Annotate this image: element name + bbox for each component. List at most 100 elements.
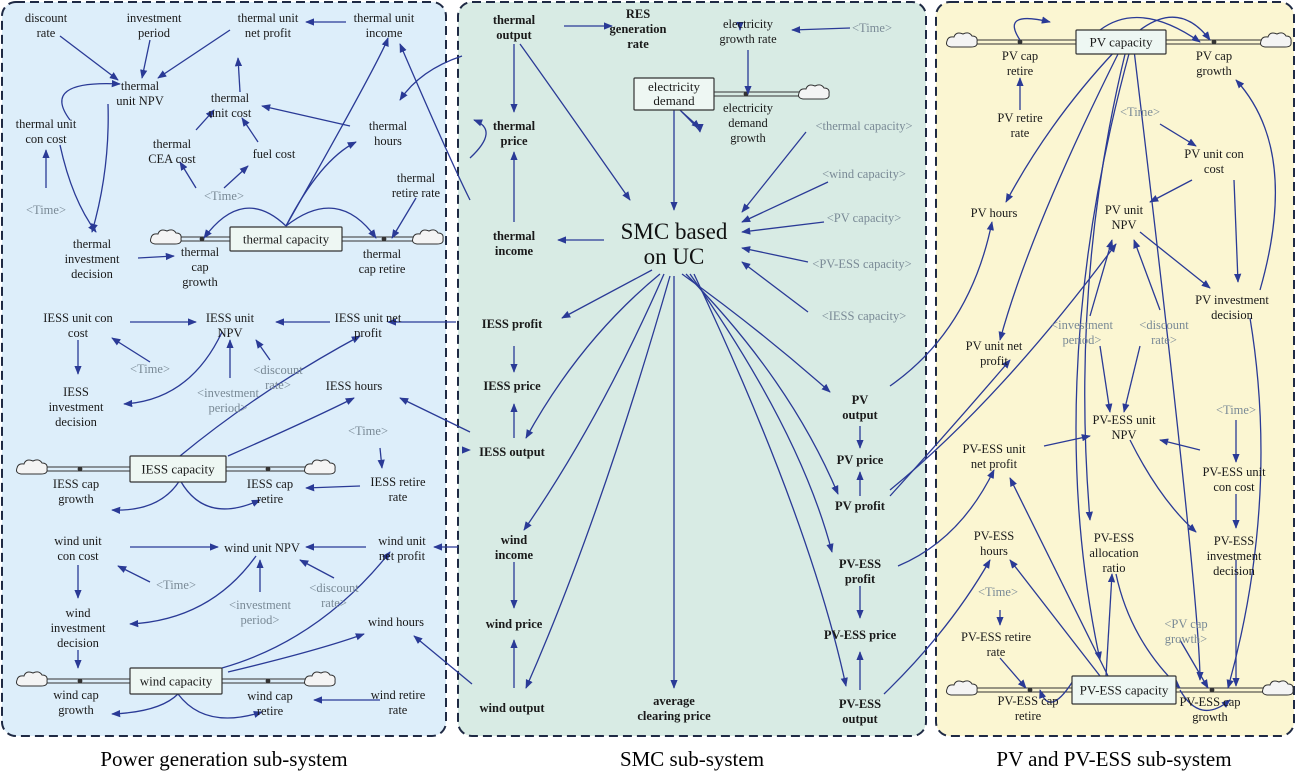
var-power-time-2: <Time> [26, 203, 66, 217]
link-arrow [883, 559, 991, 695]
link-arrow [177, 693, 263, 719]
cloud-icon [150, 229, 182, 245]
stock-pvess: PV-ESS capacity [1071, 675, 1177, 705]
var-power-time-4: <Time> [348, 424, 388, 438]
link-arrow [689, 273, 834, 553]
valve-icon [77, 466, 83, 472]
link-arrow [897, 469, 995, 567]
link-arrow [203, 207, 287, 239]
link-arrow [741, 246, 809, 263]
cloud-icon [798, 84, 830, 100]
var-power-time-3: <Time> [130, 362, 170, 376]
stock-label: PV capacity [1090, 35, 1153, 50]
link-arrow [1005, 49, 1117, 203]
link-arrow [679, 109, 704, 133]
link-arrow [111, 479, 181, 514]
link-arrow [1149, 179, 1193, 203]
link-arrow [227, 633, 365, 673]
link-arrow [223, 165, 249, 189]
link-arrow [1159, 123, 1197, 147]
caption-smc: SMC sub-system [620, 747, 764, 771]
link-arrow [1009, 559, 1101, 677]
link-arrow [999, 657, 1027, 689]
link-arrow [1139, 231, 1211, 289]
link-arrow [469, 119, 487, 159]
pv-panel [935, 1, 1295, 737]
link-arrow [889, 243, 1117, 491]
var-smc-sh-pv-cap: <PV capacity> [827, 211, 902, 225]
valve-icon [1017, 39, 1023, 45]
var-smc-time: <Time> [852, 21, 892, 35]
causal-links [42, 16, 1277, 719]
link-arrow [741, 131, 807, 213]
link-arrow [1099, 345, 1113, 413]
cloud-icon [16, 459, 48, 475]
link-arrow [1089, 239, 1114, 317]
stock-label: PV-ESS capacity [1080, 683, 1169, 698]
link-arrow [261, 104, 351, 127]
link-arrow [285, 37, 389, 227]
var-smc-wind-price: wind price [486, 617, 543, 631]
caption-pv: PV and PV-ESS sub-system [996, 747, 1231, 771]
link-arrow [299, 559, 335, 579]
link-arrow [1084, 49, 1127, 521]
link-arrow [1099, 16, 1201, 43]
link-arrow [305, 484, 361, 492]
link-arrow [561, 269, 653, 319]
link-arrow [1009, 477, 1109, 677]
link-arrow [179, 161, 197, 189]
link-arrow [525, 275, 671, 689]
link-arrow [889, 359, 1011, 497]
link-arrow [1039, 675, 1077, 703]
valve-icon [265, 678, 271, 684]
stock-label: thermal capacity [243, 232, 330, 247]
valve-icon [1209, 687, 1215, 693]
link-arrow [391, 197, 417, 239]
var-smc-sh-iess-cap: <IESS capacity> [822, 309, 907, 323]
link-arrow [1179, 689, 1231, 712]
link-arrow [179, 335, 361, 457]
var-pv-time-3: <Time> [978, 585, 1018, 599]
cloud-icon [946, 680, 978, 696]
link-arrow [741, 221, 825, 235]
link-arrow [61, 79, 121, 121]
link-arrow [741, 261, 809, 313]
var-pv-time-2: <Time> [1216, 403, 1256, 417]
link-arrow [1075, 49, 1131, 661]
link-arrow [137, 252, 175, 261]
var-power-wind-npv: wind unit NPV [224, 541, 300, 555]
link-arrow [111, 693, 179, 718]
link-arrow [1133, 49, 1204, 681]
link-arrow [90, 103, 109, 233]
cloud-icon [946, 32, 978, 48]
